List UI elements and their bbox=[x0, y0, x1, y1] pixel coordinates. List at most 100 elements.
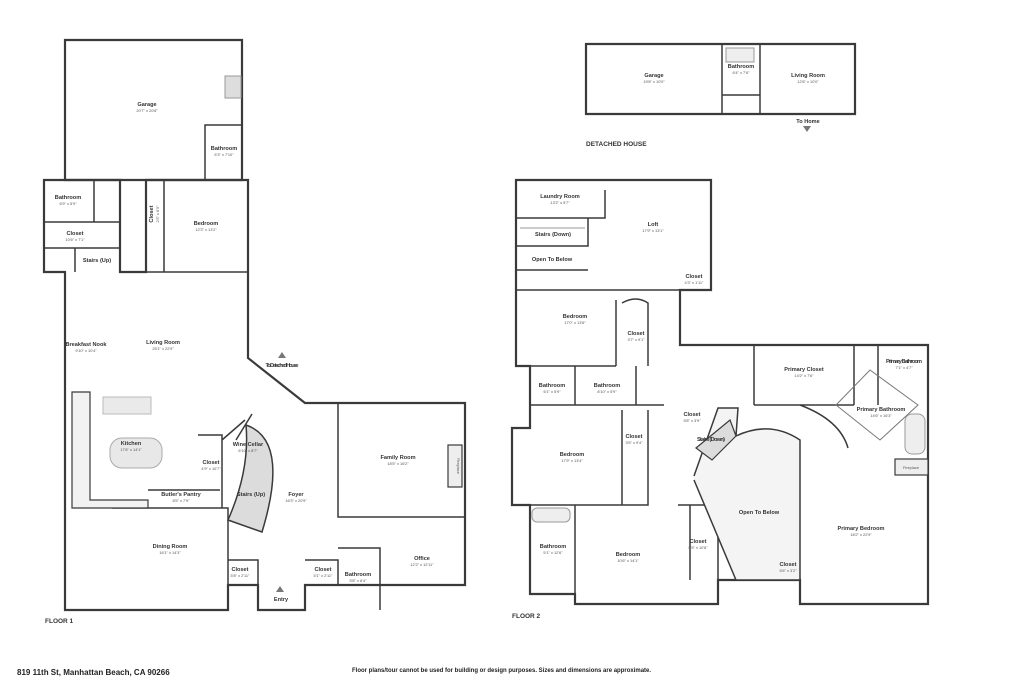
detached-outer-wall bbox=[584, 42, 857, 116]
detached-plan bbox=[584, 42, 857, 132]
room-label: Bathroom bbox=[55, 195, 81, 201]
room-label: Living Room bbox=[146, 340, 180, 346]
room-dims: 14'2" x 7'6" bbox=[794, 373, 814, 378]
f1-interior-walls-b bbox=[112, 403, 465, 610]
room-label: Primary Bathroom bbox=[886, 359, 922, 365]
detached-arrow-marker bbox=[803, 126, 811, 132]
room-dims: 14'6" x 16'3" bbox=[870, 413, 892, 418]
room-label: Breakfast Nook bbox=[65, 342, 107, 348]
room-label: Wine Cellar bbox=[233, 442, 264, 448]
room-dims: 18'5" x 16'2" bbox=[387, 461, 409, 466]
room-dims: 16'1" x 14'3" bbox=[159, 550, 181, 555]
f2-open-to-below bbox=[693, 407, 801, 581]
room-dims: 10'6" x 14'1" bbox=[617, 558, 639, 563]
room-dims: 16'3" x 20'9" bbox=[285, 498, 307, 503]
room-label: Closet bbox=[625, 434, 642, 440]
room-label: Closet bbox=[66, 231, 83, 237]
room-label: To Home bbox=[796, 119, 820, 125]
room-dims: 2'5" x 8'5" bbox=[155, 205, 160, 223]
f2-fireplace bbox=[894, 458, 929, 476]
floor1-plan bbox=[42, 38, 467, 612]
f1-arrow-marker bbox=[278, 352, 286, 358]
room-dims: 5'6" x 3'2" bbox=[779, 568, 797, 573]
f1-interior-walls-c bbox=[148, 413, 253, 508]
room-label: Open To Below bbox=[532, 257, 573, 263]
room-dims: 13'2" x 5'7" bbox=[550, 200, 570, 205]
room-label: Garage bbox=[137, 102, 156, 108]
room-label: Fireplace bbox=[903, 465, 919, 470]
f2-bath-tub bbox=[531, 507, 571, 523]
f2-walls-middle bbox=[530, 298, 664, 406]
f2-walls-lower bbox=[530, 410, 719, 594]
room-dims: 18'2" x 22'9" bbox=[850, 532, 872, 537]
f2-primary-walls bbox=[753, 345, 879, 406]
room-label: Bathroom bbox=[540, 544, 566, 550]
floor1-label: FLOOR 1 bbox=[45, 618, 74, 625]
room-label: Laundry Room bbox=[540, 194, 579, 200]
room-label: Stairs (Down) bbox=[535, 232, 571, 238]
room-label: Butler's Pantry bbox=[161, 492, 201, 498]
room-dims: 12'2" x 12'11" bbox=[410, 562, 434, 567]
f2-primary-bath-diagonal bbox=[835, 369, 919, 441]
room-dims: 6'4" x 7'6" bbox=[732, 70, 750, 75]
room-label: Closet bbox=[683, 412, 700, 418]
room-label: Closet bbox=[627, 331, 644, 337]
property-address: 819 11th St, Manhattan Beach, CA 90266 bbox=[17, 668, 170, 677]
room-dims: 25'1" x 22'9" bbox=[152, 346, 174, 351]
room-label: Bedroom bbox=[194, 221, 219, 227]
room-dims: 6'9" x 5'9" bbox=[59, 201, 77, 206]
room-dims: 10'6" x 7'1" bbox=[65, 237, 85, 242]
room-dims: 5'8" x 8'4" bbox=[349, 578, 367, 583]
room-label: Fireplace bbox=[456, 458, 461, 474]
floor-labels: FLOOR 1 FLOOR 2 DETACHED HOUSE bbox=[45, 141, 647, 625]
room-label: Closet bbox=[149, 205, 155, 222]
room-label: Bedroom bbox=[560, 452, 585, 458]
f1-kitchen-island bbox=[109, 437, 163, 469]
room-dims: 19'8" x 10'0" bbox=[643, 79, 665, 84]
room-dims: 17'9" x 13'1" bbox=[642, 228, 664, 233]
room-label: Bathroom bbox=[594, 383, 620, 389]
room-dims: 5'1" x 2'11" bbox=[314, 573, 334, 578]
room-label: Stairs (Up) bbox=[237, 492, 265, 498]
room-dims: 3'7" x 9'1" bbox=[627, 337, 645, 342]
f1-entry-marker bbox=[276, 586, 284, 592]
disclaimer-text: Floor plans/tour cannot be used for buil… bbox=[352, 668, 652, 674]
detached-tub bbox=[725, 47, 755, 63]
detached-interior-walls bbox=[721, 44, 761, 114]
room-label: Entry bbox=[274, 597, 289, 603]
room-label: Closet bbox=[202, 460, 219, 466]
room-dims: 7'1" x 4'7" bbox=[895, 365, 913, 370]
room-label: Primary Bathroom bbox=[857, 407, 906, 413]
room-dims: 5'1" x 12'6" bbox=[543, 550, 563, 555]
f2-stairs-down bbox=[695, 419, 737, 461]
room-dims: 17'0" x 13'6" bbox=[564, 320, 586, 325]
room-dims: 6'1" x 5'9" bbox=[543, 389, 561, 394]
room-label: Office bbox=[414, 556, 430, 562]
room-dims: 5'8" x 2'11" bbox=[231, 573, 251, 578]
room-dims: 5'8" x 3'9" bbox=[683, 418, 701, 423]
f1-garage-appliance bbox=[224, 75, 242, 99]
room-dims: 5'3" x 7'10" bbox=[214, 152, 234, 157]
room-label: Closet bbox=[689, 539, 706, 545]
room-label: Dining Room bbox=[153, 544, 188, 550]
room-dims: 9'10" x 10'4" bbox=[75, 348, 97, 353]
room-label: To Detached House bbox=[266, 363, 299, 369]
room-label: Bathroom bbox=[539, 383, 565, 389]
room-labels: Garage 20'7" x 20'8" Bathroom 5'3" x 7'1… bbox=[55, 64, 922, 603]
room-dims: 20'7" x 20'8" bbox=[136, 108, 158, 113]
f2-primary-bath-curve bbox=[799, 404, 849, 449]
room-dims: 12'6" x 10'0" bbox=[797, 79, 819, 84]
room-dims: 17'6" x 14'1" bbox=[120, 447, 142, 452]
room-label: Garage bbox=[644, 73, 663, 79]
room-label: Kitchen bbox=[121, 441, 142, 447]
room-label: Bedroom bbox=[563, 314, 588, 320]
f1-curved-stairs bbox=[226, 424, 274, 533]
f2-walls-upper bbox=[516, 190, 680, 291]
room-label: Closet bbox=[685, 274, 702, 280]
room-label: Closet bbox=[231, 567, 248, 573]
room-label: Stairs (Up) bbox=[83, 258, 111, 264]
f2-primary-tub bbox=[904, 413, 926, 455]
room-dims: 17'9" x 13'4" bbox=[561, 458, 583, 463]
room-label: Open To Below bbox=[739, 510, 780, 516]
